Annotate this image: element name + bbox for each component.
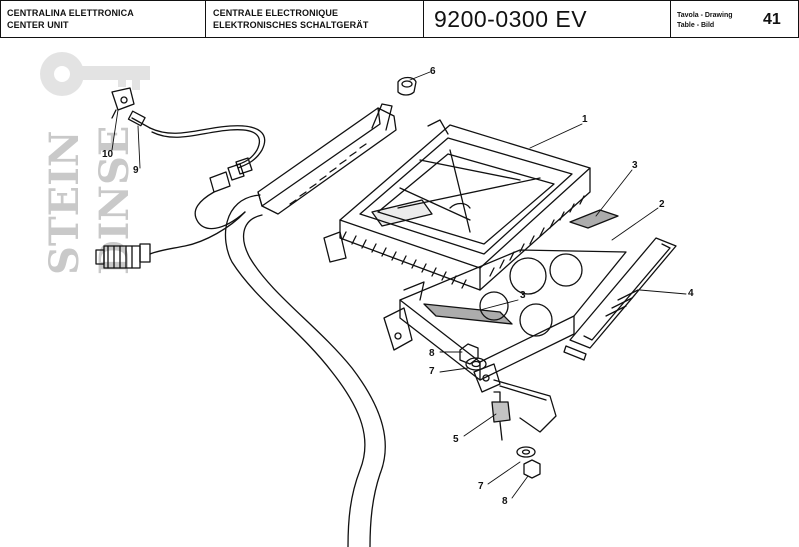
callout-8-lower: 8 [502, 496, 508, 507]
table-label-cell: Tavola - Drawing Table - Bild [671, 1, 751, 37]
part-3-upper-foam-pad [569, 209, 619, 229]
callout-7-upper: 7 [429, 366, 435, 377]
harness-conduit [224, 194, 386, 547]
italian-english-title-cell: CENTRALINA ELETTRONICA CENTER UNIT [1, 1, 206, 37]
callout-leader-lines [111, 71, 687, 499]
title-german: ELEKTRONISCHES SCHALTGERÄT [213, 20, 369, 30]
callout-2: 2 [659, 199, 665, 210]
callout-5: 5 [453, 434, 459, 445]
page-number-cell: 41 [751, 1, 798, 37]
french-german-title-cell: CENTRALE ELECTRONIQUE ELEKTRONISCHES SCH… [206, 1, 424, 37]
callout-1: 1 [582, 114, 588, 125]
upper-nut-and-washer [459, 343, 487, 371]
lower-washer-and-nut [516, 446, 541, 479]
part-5-vibration-mount [491, 391, 511, 441]
callout-6: 6 [430, 66, 436, 77]
title-english: CENTER UNIT [7, 20, 69, 30]
key-logo-icon [40, 52, 150, 96]
title-block: CENTRALINA ELETTRONICA CENTER UNIT CENTR… [0, 0, 799, 38]
part-4-retaining-strap [563, 237, 677, 361]
callout-3-upper: 3 [632, 160, 638, 171]
part-6-grommet [397, 76, 417, 96]
callout-10: 10 [102, 149, 114, 160]
table-label-1: Tavola - Drawing [677, 12, 733, 19]
part-code-cell: 9200-0300 EV [424, 1, 671, 37]
part-1-control-unit [323, 119, 591, 291]
connector-housing [257, 103, 397, 215]
callout-7-lower: 7 [478, 481, 484, 492]
callout-3-lower: 3 [520, 290, 526, 301]
part-code: 9200-0300 EV [434, 6, 588, 32]
title-italian: CENTRALINA ELETTRONICA [7, 8, 134, 18]
lower-mounting-bracket [473, 363, 557, 433]
watermark: STEIN DINSE [40, 52, 150, 275]
callout-9: 9 [133, 165, 139, 176]
title-french: CENTRALE ELECTRONIQUE [213, 8, 339, 18]
callout-4: 4 [688, 288, 694, 299]
part-3-lower-foam-pad [423, 303, 513, 325]
page-number: 41 [763, 11, 781, 28]
table-label-2: Table - Bild [677, 22, 715, 29]
part-2-mounting-tray [383, 249, 627, 381]
watermark-line1: STEIN [41, 131, 88, 275]
part-10-bracket [111, 87, 135, 119]
callout-8-upper: 8 [429, 348, 435, 359]
